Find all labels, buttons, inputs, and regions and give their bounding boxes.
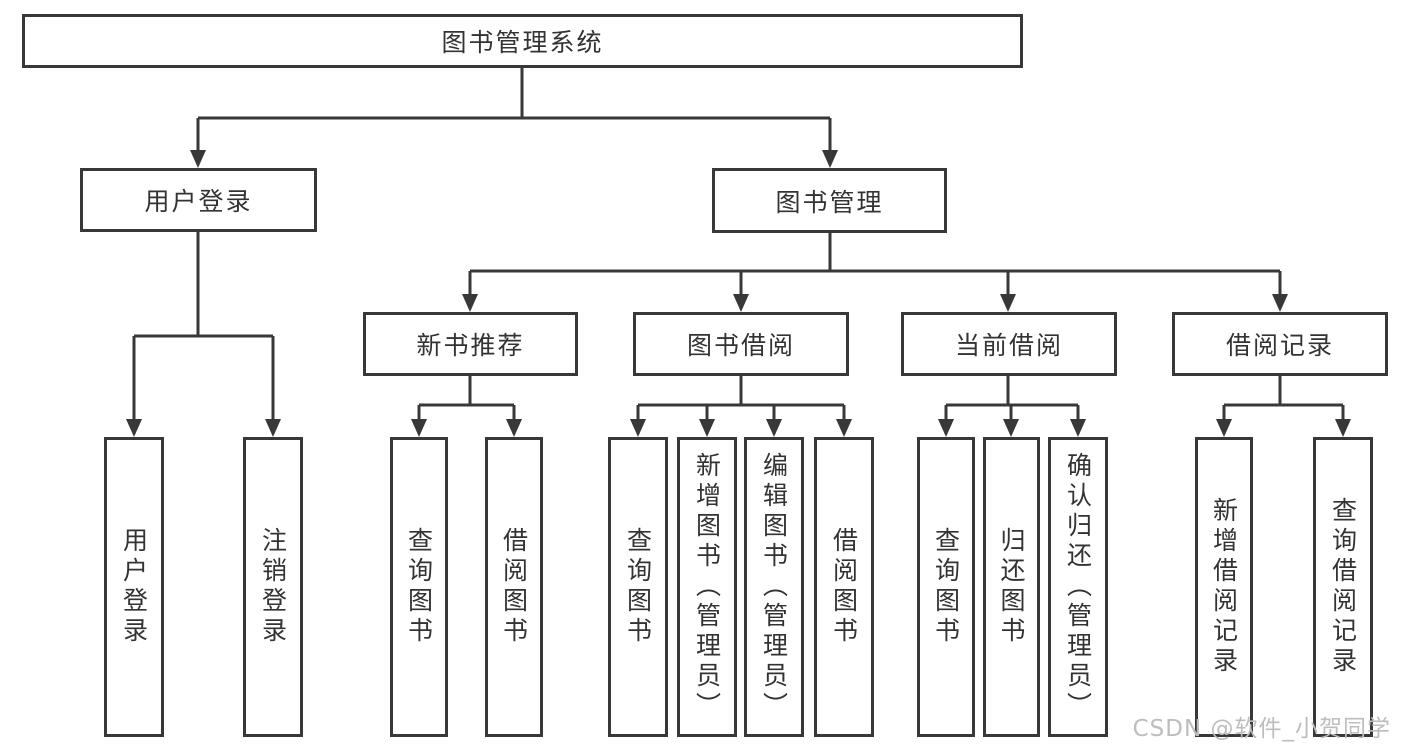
- node-label: 借阅图书: [499, 527, 529, 647]
- node-label: 新增图书（管理员）: [692, 452, 722, 722]
- node-label: 查询图书: [404, 527, 434, 647]
- node-add-borrow-record: 新增借阅记录: [1195, 437, 1253, 737]
- node-label: 查询图书: [623, 527, 653, 647]
- node-current-borrowing: 当前借阅: [901, 312, 1117, 376]
- node-add-books-admin: 新增图书（管理员）: [677, 437, 737, 737]
- node-return-books: 归还图书: [983, 437, 1040, 737]
- node-borrow-books: 借阅图书: [814, 437, 874, 737]
- node-user-login-leaf: 用户登录: [104, 437, 164, 737]
- csdn-watermark: CSDN @软件_小贺同学: [1132, 716, 1391, 742]
- node-user-login: 用户登录: [80, 168, 317, 232]
- node-label: 借阅记录: [1225, 331, 1334, 360]
- node-borrow-books-recommend: 借阅图书: [485, 437, 543, 737]
- node-label: 借阅图书: [829, 527, 859, 647]
- node-label: 图书管理: [775, 187, 884, 217]
- node-label: 注销登录: [258, 527, 288, 647]
- node-label: 查询图书: [931, 527, 961, 647]
- node-label: 编辑图书（管理员）: [759, 452, 789, 722]
- node-label: 新增借阅记录: [1209, 497, 1239, 677]
- node-label: 当前借阅: [954, 331, 1063, 360]
- node-book-borrowing: 图书借阅: [633, 312, 849, 376]
- node-borrow-records: 借阅记录: [1172, 312, 1388, 376]
- node-label: 用户登录: [119, 527, 149, 647]
- node-label: 归还图书: [997, 527, 1026, 647]
- node-query-books-borrowing: 查询图书: [608, 437, 668, 737]
- node-label: 新书推荐: [416, 331, 525, 360]
- node-book-management: 图书管理: [712, 168, 947, 233]
- node-label: 图书管理系统: [441, 28, 604, 57]
- node-new-book-recommend: 新书推荐: [363, 312, 578, 376]
- node-query-books-current: 查询图书: [917, 437, 975, 737]
- node-query-books-recommend: 查询图书: [390, 437, 448, 737]
- node-query-borrow-record: 查询借阅记录: [1313, 437, 1373, 737]
- node-logout: 注销登录: [243, 437, 303, 737]
- node-label: 图书借阅: [686, 331, 795, 360]
- node-confirm-return-admin: 确认归还（管理员）: [1048, 437, 1108, 737]
- node-edit-books-admin: 编辑图书（管理员）: [744, 437, 804, 737]
- node-label: 用户登录: [144, 187, 253, 216]
- node-label: 确认归还（管理员）: [1063, 452, 1093, 722]
- node-label: 查询借阅记录: [1328, 497, 1358, 677]
- node-library-management-system: 图书管理系统: [22, 14, 1023, 68]
